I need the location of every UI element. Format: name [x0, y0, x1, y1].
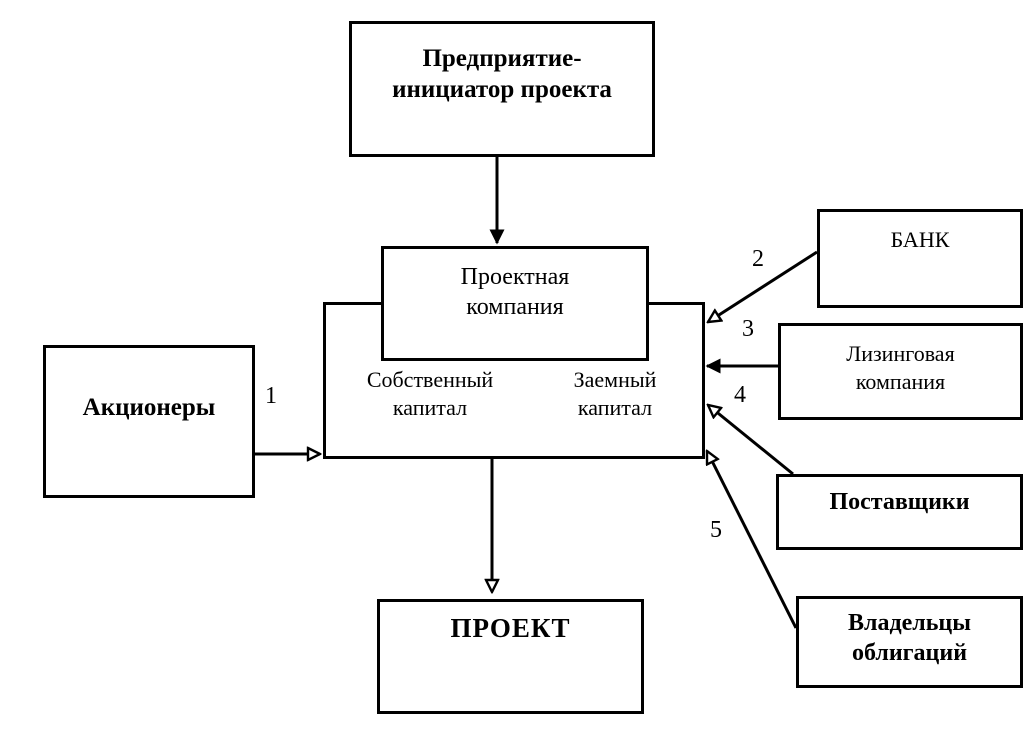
flow-number-2: 2 [752, 246, 764, 272]
arrow-suppliers-to-debt [708, 405, 794, 476]
arrow-bondholders-to-debt [705, 451, 798, 629]
bondholders-box [796, 596, 1023, 688]
initiator-box [349, 21, 655, 157]
shareholders-box [43, 345, 255, 498]
project-label: ПРОЕКТ [450, 613, 571, 643]
bank-label: БАНК [890, 227, 950, 252]
debt-capital-label: Заемный капитал [573, 367, 657, 420]
bank-box [817, 209, 1023, 308]
project-company-box [381, 246, 649, 361]
shareholders-label: Акционеры [82, 394, 216, 421]
flow-number-4: 4 [734, 382, 746, 408]
arrow-bank-to-debt [708, 250, 818, 322]
own-capital-label: Собственный капитал [366, 367, 494, 420]
flow-number-3: 3 [742, 316, 754, 342]
initiator-label: Предприятие- инициатор проекта [392, 45, 612, 104]
leasing-label: Лизинговая компания [846, 341, 955, 394]
leasing-box [778, 323, 1023, 420]
flow-number-1: 1 [265, 383, 277, 409]
project-company-label: Проектная компания [460, 264, 570, 320]
suppliers-box [776, 474, 1023, 550]
project-box [377, 599, 644, 714]
bondholders-label: Владельцы облигаций [848, 610, 971, 666]
suppliers-label: Поставщики [829, 489, 970, 515]
flow-number-5: 5 [710, 517, 722, 543]
